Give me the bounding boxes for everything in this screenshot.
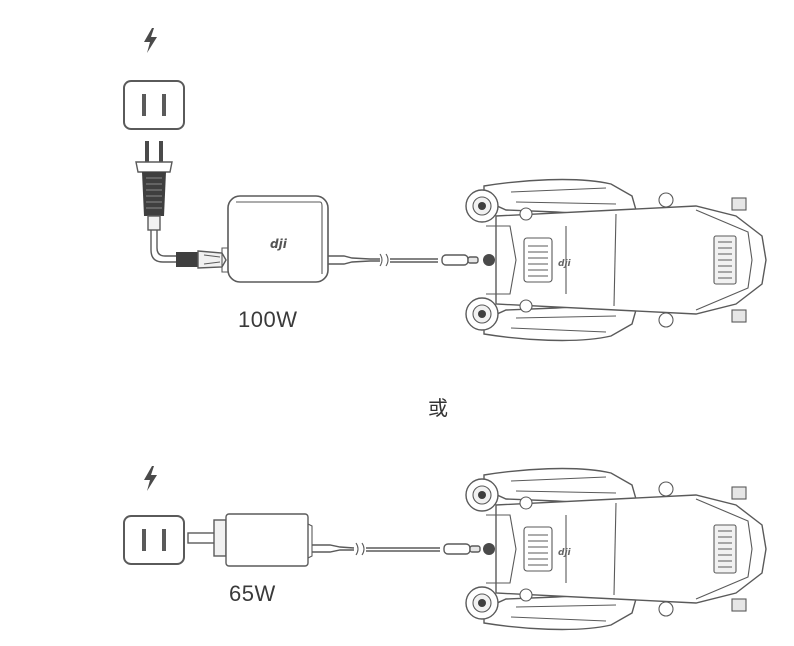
usb-c-connector-icon bbox=[441, 254, 479, 266]
wall-outlet-icon bbox=[123, 80, 185, 130]
power-icon bbox=[144, 28, 157, 53]
ac-connector-icon bbox=[176, 250, 227, 269]
charger-65w bbox=[187, 513, 313, 567]
power-icon bbox=[144, 466, 157, 491]
drone-icon bbox=[465, 467, 767, 631]
wall-outlet-icon bbox=[123, 515, 185, 565]
charger-100w: dji bbox=[221, 195, 329, 283]
or-separator: 或 bbox=[428, 396, 449, 420]
dji-logo-icon: dji bbox=[270, 237, 288, 251]
drone-icon bbox=[465, 178, 767, 342]
charger-65w-label: 65W bbox=[229, 581, 276, 606]
ac-plug-icon bbox=[135, 141, 173, 231]
usb-c-connector-icon bbox=[443, 543, 481, 555]
charger-100w-label: 100W bbox=[238, 307, 298, 332]
